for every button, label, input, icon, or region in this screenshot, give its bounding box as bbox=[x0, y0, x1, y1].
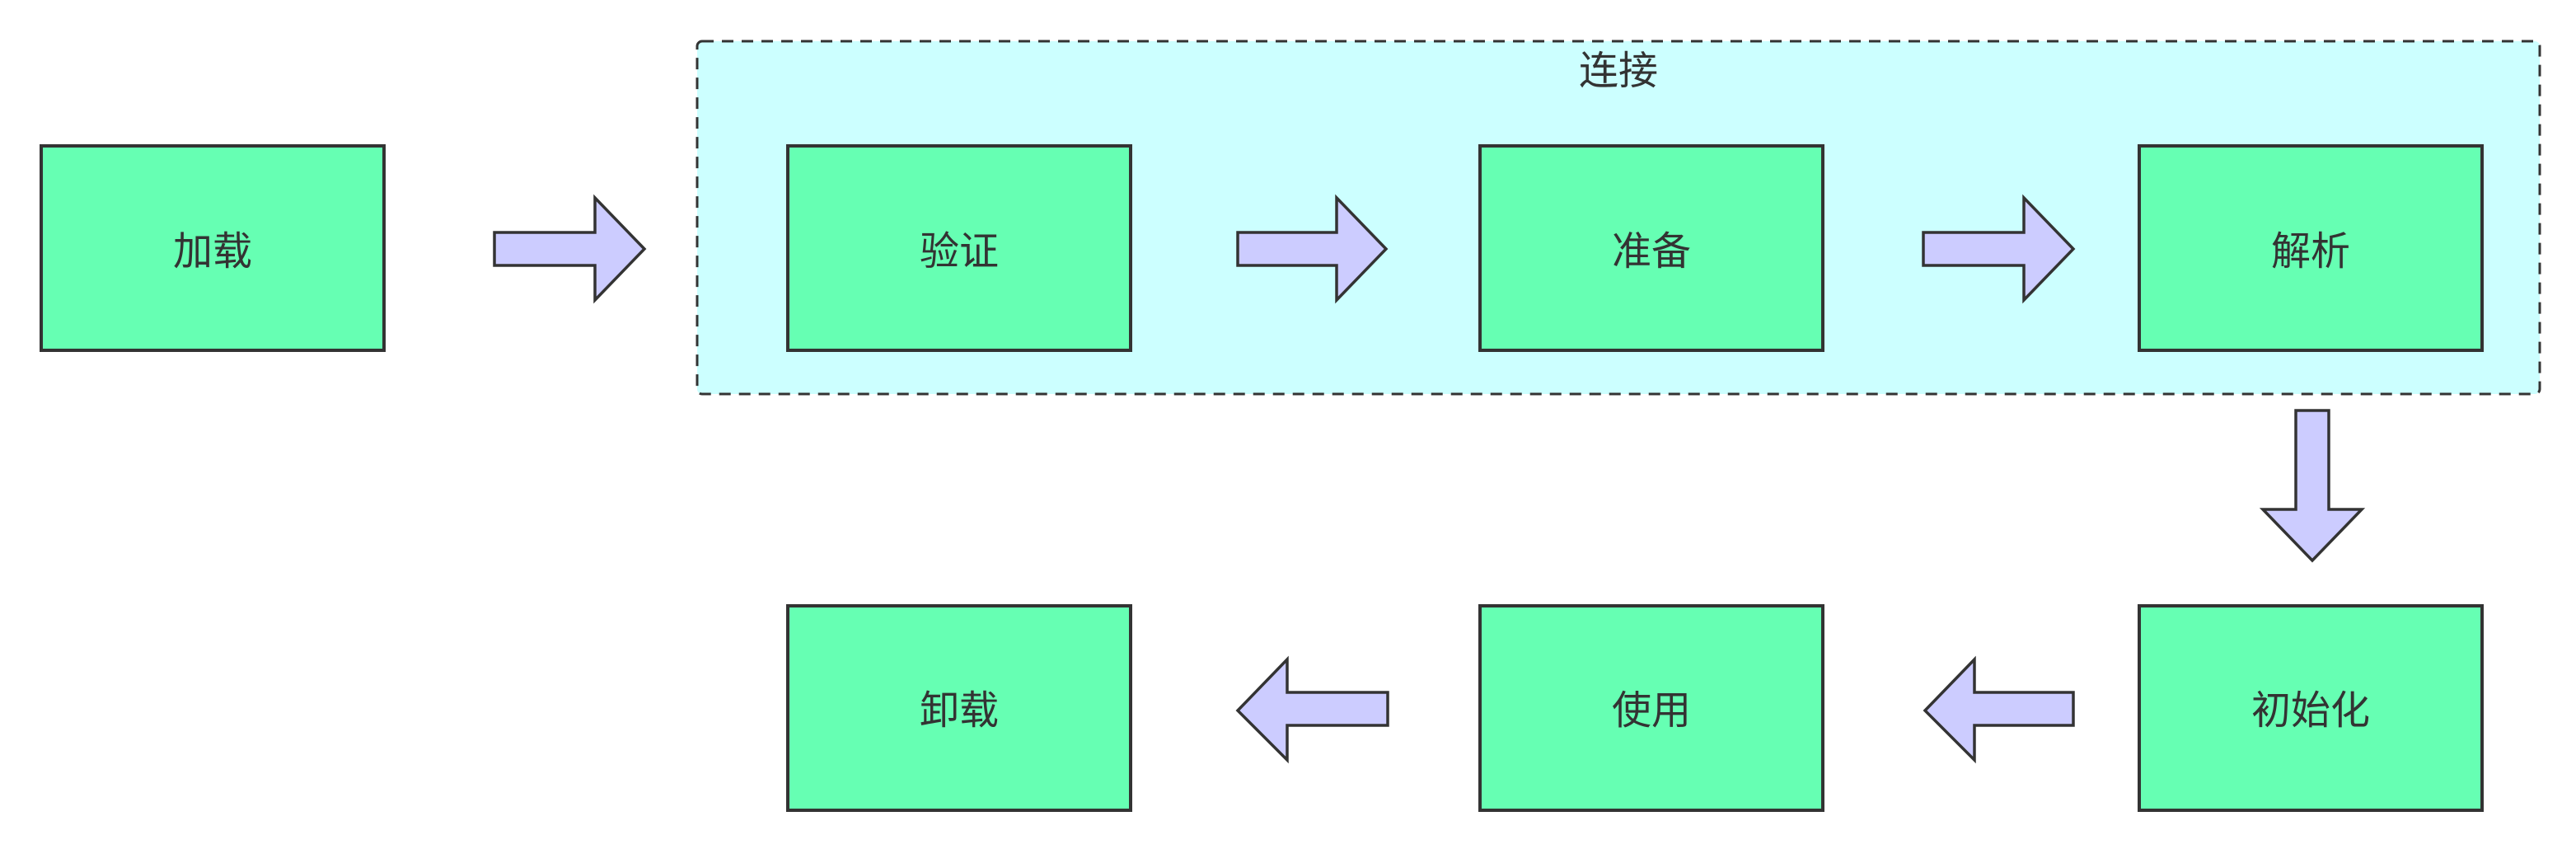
arrow-initialize-to-use bbox=[1923, 655, 2075, 764]
arrow-resolve-to-initialize bbox=[2259, 409, 2366, 563]
node-use-box bbox=[1478, 604, 1824, 812]
node-prepare-box bbox=[1478, 144, 1824, 352]
node-load-box bbox=[40, 144, 386, 352]
node-prepare-label: 准备 bbox=[1612, 228, 1691, 274]
node-initialize: 初始化 bbox=[2138, 604, 2484, 812]
linking-group-label: 连接 bbox=[1579, 48, 1658, 94]
node-resolve: 解析 bbox=[2138, 144, 2484, 352]
node-load: 加载 bbox=[40, 144, 386, 352]
node-resolve-label: 解析 bbox=[2271, 228, 2350, 274]
arrow-load-to-verify bbox=[493, 194, 647, 304]
node-initialize-box bbox=[2138, 604, 2484, 812]
node-use: 使用 bbox=[1478, 604, 1824, 812]
arrow-verify-to-prepare bbox=[1236, 194, 1389, 304]
node-prepare: 准备 bbox=[1478, 144, 1824, 352]
node-verify: 验证 bbox=[786, 144, 1132, 352]
node-resolve-box bbox=[2138, 144, 2484, 352]
node-load-label: 加载 bbox=[173, 228, 252, 274]
node-verify-box bbox=[786, 144, 1132, 352]
node-unload: 卸载 bbox=[786, 604, 1132, 812]
node-initialize-label: 初始化 bbox=[2251, 687, 2370, 734]
node-unload-box bbox=[786, 604, 1132, 812]
node-use-label: 使用 bbox=[1612, 687, 1691, 734]
node-verify-label: 验证 bbox=[920, 228, 999, 274]
node-unload-label: 卸载 bbox=[920, 687, 999, 734]
arrow-use-to-unload bbox=[1235, 655, 1389, 764]
arrow-prepare-to-resolve bbox=[1922, 194, 2076, 304]
